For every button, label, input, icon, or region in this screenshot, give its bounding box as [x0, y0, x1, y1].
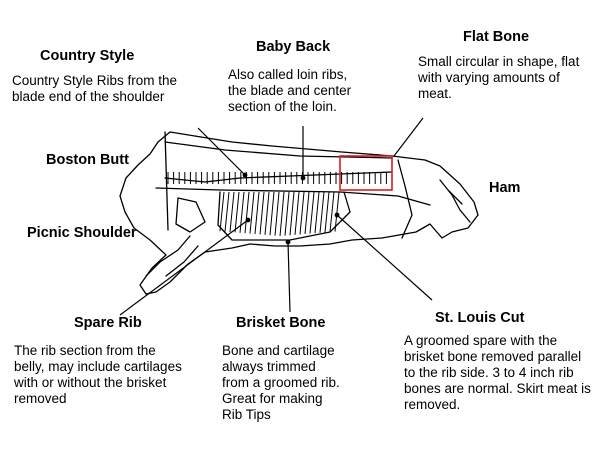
brisket-bone-title: Brisket Bone [236, 315, 326, 331]
baby-back-title: Baby Back [256, 39, 331, 55]
baby-back-desc: Also called loin ribs, the blade and cen… [228, 67, 352, 114]
leader-spare-rib [119, 219, 249, 316]
flat-bone-title: Flat Bone [463, 29, 530, 45]
cut-line-loin-top [164, 141, 393, 159]
fore-leg [145, 235, 199, 277]
cut-line-sparerib [217, 191, 351, 241]
boston-butt-title: Boston Butt [46, 152, 129, 168]
rib-bone [219, 191, 225, 232]
rib-bone [269, 191, 275, 236]
rib-bone [244, 191, 250, 234]
leader-flat-bone [393, 117, 424, 157]
cut-line-shoulder [164, 131, 169, 231]
rib-bone [314, 191, 320, 234]
rib-bone [229, 191, 235, 233]
st-louis-cut-desc: A groomed spare with the brisket bone re… [404, 333, 591, 412]
rib-bone [284, 191, 290, 236]
country-style-title: Country Style [40, 48, 135, 64]
rib-bone [294, 191, 300, 235]
rib-bone [239, 191, 245, 233]
shoulder-blade [175, 197, 206, 233]
picnic-shoulder-title: Picnic Shoulder [27, 225, 137, 241]
rib-bone [264, 191, 270, 235]
spare-rib-title: Spare Rib [74, 315, 142, 331]
cut-line-butt-bottom [155, 187, 341, 193]
leader-country-style [197, 127, 246, 176]
leader-st-louis [336, 214, 433, 301]
rib-bone [289, 191, 295, 236]
rib-bone [274, 191, 280, 236]
rib-bone [279, 191, 285, 237]
rib-bone [329, 191, 335, 233]
rib-bone [304, 191, 310, 235]
cut-line-ham [397, 159, 413, 239]
ham-leg [439, 179, 471, 223]
rib-bone [224, 191, 230, 232]
rib-bone [334, 191, 340, 232]
ham-title: Ham [489, 180, 521, 196]
rib-bone [249, 191, 255, 234]
spine [164, 171, 393, 183]
rib-bone [299, 191, 305, 235]
cut-line-belly [339, 191, 431, 206]
brisket-bone-desc: Bone and cartilage always trimmed from a… [222, 343, 340, 422]
rib-bone [259, 191, 265, 235]
rib-bone [324, 191, 330, 233]
rib-bone [254, 191, 260, 235]
flat-bone-highlight [339, 155, 393, 191]
flat-bone-desc: Small circular in shape, flat with varyi… [418, 54, 580, 101]
carcass-outline [119, 131, 479, 295]
rib-bone [234, 191, 240, 233]
rib-bone [309, 191, 315, 234]
rib-bone [319, 191, 325, 233]
leader-brisket-bone [287, 241, 291, 313]
st-louis-cut-title: St. Louis Cut [435, 310, 525, 326]
spare-rib-desc: The rib section from the belly, may incl… [14, 343, 182, 406]
country-style-desc: Country Style Ribs from the blade end of… [12, 73, 178, 104]
